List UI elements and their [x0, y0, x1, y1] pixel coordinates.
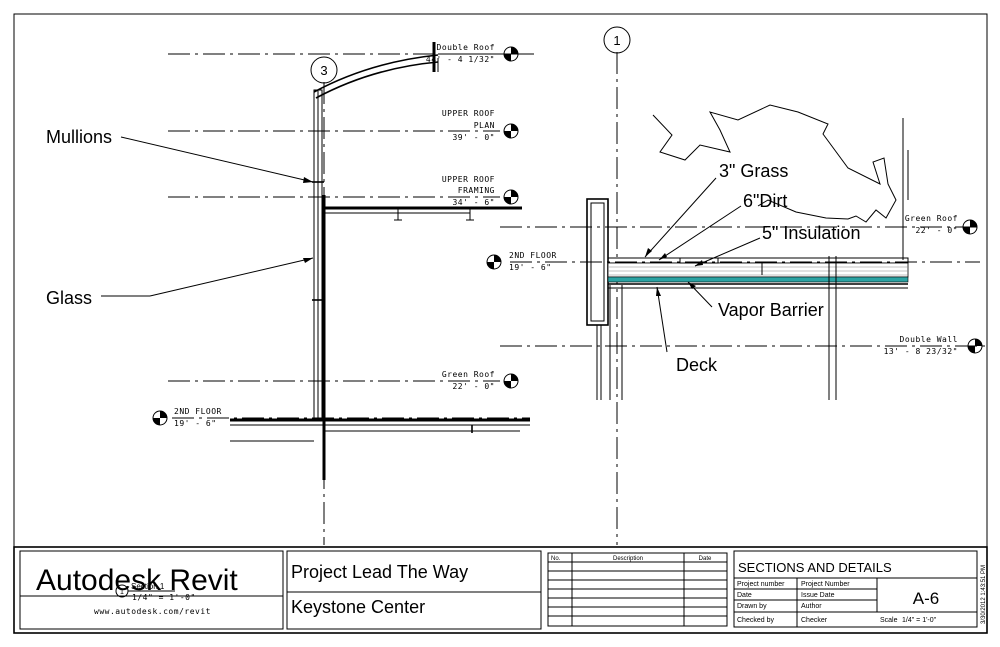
- sheet-number: A-6: [913, 589, 939, 608]
- arrow-glass: [303, 258, 313, 263]
- revision-table: No. Description Date: [547, 552, 728, 627]
- sheet-name: SECTIONS AND DETAILS: [738, 560, 892, 575]
- grass-outline: [652, 104, 897, 223]
- level-head-upper-roof-plan: UPPER ROOF PLAN 39' - 0": [442, 109, 519, 142]
- svg-text:Section 1: Section 1: [131, 582, 165, 591]
- leader-glass: [149, 257, 314, 297]
- arrow-mullions: [303, 177, 313, 183]
- leader-insulation: [694, 237, 761, 267]
- curved-roof: [313, 54, 439, 93]
- grid-bubble-3-text: 3: [320, 63, 327, 78]
- label-insulation: 5" Insulation: [762, 223, 860, 243]
- row-label-checked-by: Checked by: [737, 617, 774, 624]
- insulation-hatch: [608, 266, 908, 276]
- label-grass: 3" Grass: [719, 161, 788, 181]
- row-value-project-number: Project Number: [801, 581, 850, 588]
- svg-text:Date: Date: [699, 556, 712, 562]
- row-value-date: Issue Date: [801, 592, 835, 599]
- arrow-deck: [656, 287, 661, 296]
- label-glass: Glass: [46, 288, 92, 308]
- print-timestamp: 3/30/2012 1:43:51 PM: [981, 565, 987, 624]
- level-head-upper-roof-framing: UPPER ROOF FRAMING 34' - 6": [442, 175, 519, 207]
- project-location: Keystone Center: [291, 597, 425, 617]
- curved-roof-inner: [315, 61, 439, 99]
- grid-bubble-3: [310, 56, 338, 84]
- label-deck: Deck: [676, 355, 718, 375]
- svg-text:19' - 6": 19' - 6": [174, 419, 217, 428]
- arrow-vapor: [688, 282, 696, 289]
- svg-text:Double Roof: Double Roof: [437, 43, 495, 52]
- leader-deck: [656, 286, 668, 353]
- grid-bubble-1: [603, 26, 631, 54]
- svg-text:Description: Description: [613, 556, 643, 562]
- svg-text:No.: No.: [551, 556, 561, 562]
- svg-text:22' - 0": 22' - 0": [452, 382, 495, 391]
- row-label-project-number: Project number: [737, 581, 785, 588]
- arrow-grass: [645, 248, 652, 257]
- label-vapor-barrier: Vapor Barrier: [718, 300, 824, 320]
- svg-text:39' - 0": 39' - 0": [452, 133, 495, 142]
- svg-text:Double Wall: Double Wall: [900, 335, 958, 344]
- parapet-inner: [590, 202, 605, 322]
- svg-text:13' - 8 23/32": 13' - 8 23/32": [884, 347, 958, 356]
- label-dirt: 6"Dirt: [743, 191, 787, 211]
- svg-text:1/4" = 1'-0": 1/4" = 1'-0": [132, 593, 196, 602]
- row-label-date: Date: [737, 592, 752, 599]
- scale-label: Scale: [880, 617, 898, 624]
- scale-value: 1/4" = 1'-0": [902, 617, 937, 624]
- svg-text:22' - 0": 22' - 0": [915, 226, 958, 235]
- level-head-double-roof: Double Roof 44' - 4 1/32": [426, 43, 519, 64]
- level-head-2nd-floor-right: 2ND FLOOR 19' - 6": [486, 251, 557, 272]
- logo-panel: [19, 550, 284, 630]
- svg-text:UPPER ROOF: UPPER ROOF: [442, 175, 495, 184]
- level-head-green-roof-left: Green Roof 22' - 0": [442, 370, 519, 391]
- project-panel: [286, 550, 542, 630]
- arrow-dirt: [659, 253, 667, 260]
- row-value-drawn-by: Author: [801, 603, 822, 610]
- label-mullions: Mullions: [46, 127, 112, 147]
- arrow-insulation: [695, 260, 703, 266]
- svg-text:1: 1: [120, 589, 124, 596]
- revit-url: www.autodesk.com/revit: [94, 607, 211, 616]
- row-value-checked-by: Checker: [801, 617, 828, 624]
- svg-text:2ND FLOOR: 2ND FLOOR: [174, 407, 222, 416]
- svg-text:PLAN: PLAN: [474, 121, 495, 130]
- svg-text:19' - 6": 19' - 6": [509, 263, 552, 272]
- grid-bubble-1-text: 1: [613, 33, 620, 48]
- sheet-border: [13, 13, 988, 634]
- project-name: Project Lead The Way: [291, 562, 468, 582]
- svg-text:FRAMING: FRAMING: [458, 186, 495, 195]
- vapor-barrier-layer: [607, 276, 909, 283]
- leader-dirt: [658, 205, 742, 261]
- leader-grass: [644, 177, 717, 258]
- svg-text:Green Roof: Green Roof: [905, 214, 958, 223]
- level-head-green-roof-right: Green Roof 22' - 0": [905, 214, 978, 235]
- svg-text:44' - 4 1/32": 44' - 4 1/32": [426, 55, 495, 64]
- row-label-drawn-by: Drawn by: [737, 603, 767, 610]
- svg-text:Green Roof: Green Roof: [442, 370, 495, 379]
- view-tag: 1 Section 1 1/4" = 1'-0": [115, 582, 196, 602]
- level-head-2nd-floor-left: 2ND FLOOR 19' - 6": [152, 407, 222, 428]
- leader-mullions: [120, 136, 314, 183]
- svg-text:34' - 6": 34' - 6": [452, 198, 495, 207]
- title-block: [13, 546, 988, 634]
- svg-text:2ND FLOOR: 2ND FLOOR: [509, 251, 557, 260]
- svg-text:UPPER ROOF: UPPER ROOF: [442, 109, 495, 118]
- level-head-double-wall: Double Wall 13' - 8 23/32": [884, 335, 983, 356]
